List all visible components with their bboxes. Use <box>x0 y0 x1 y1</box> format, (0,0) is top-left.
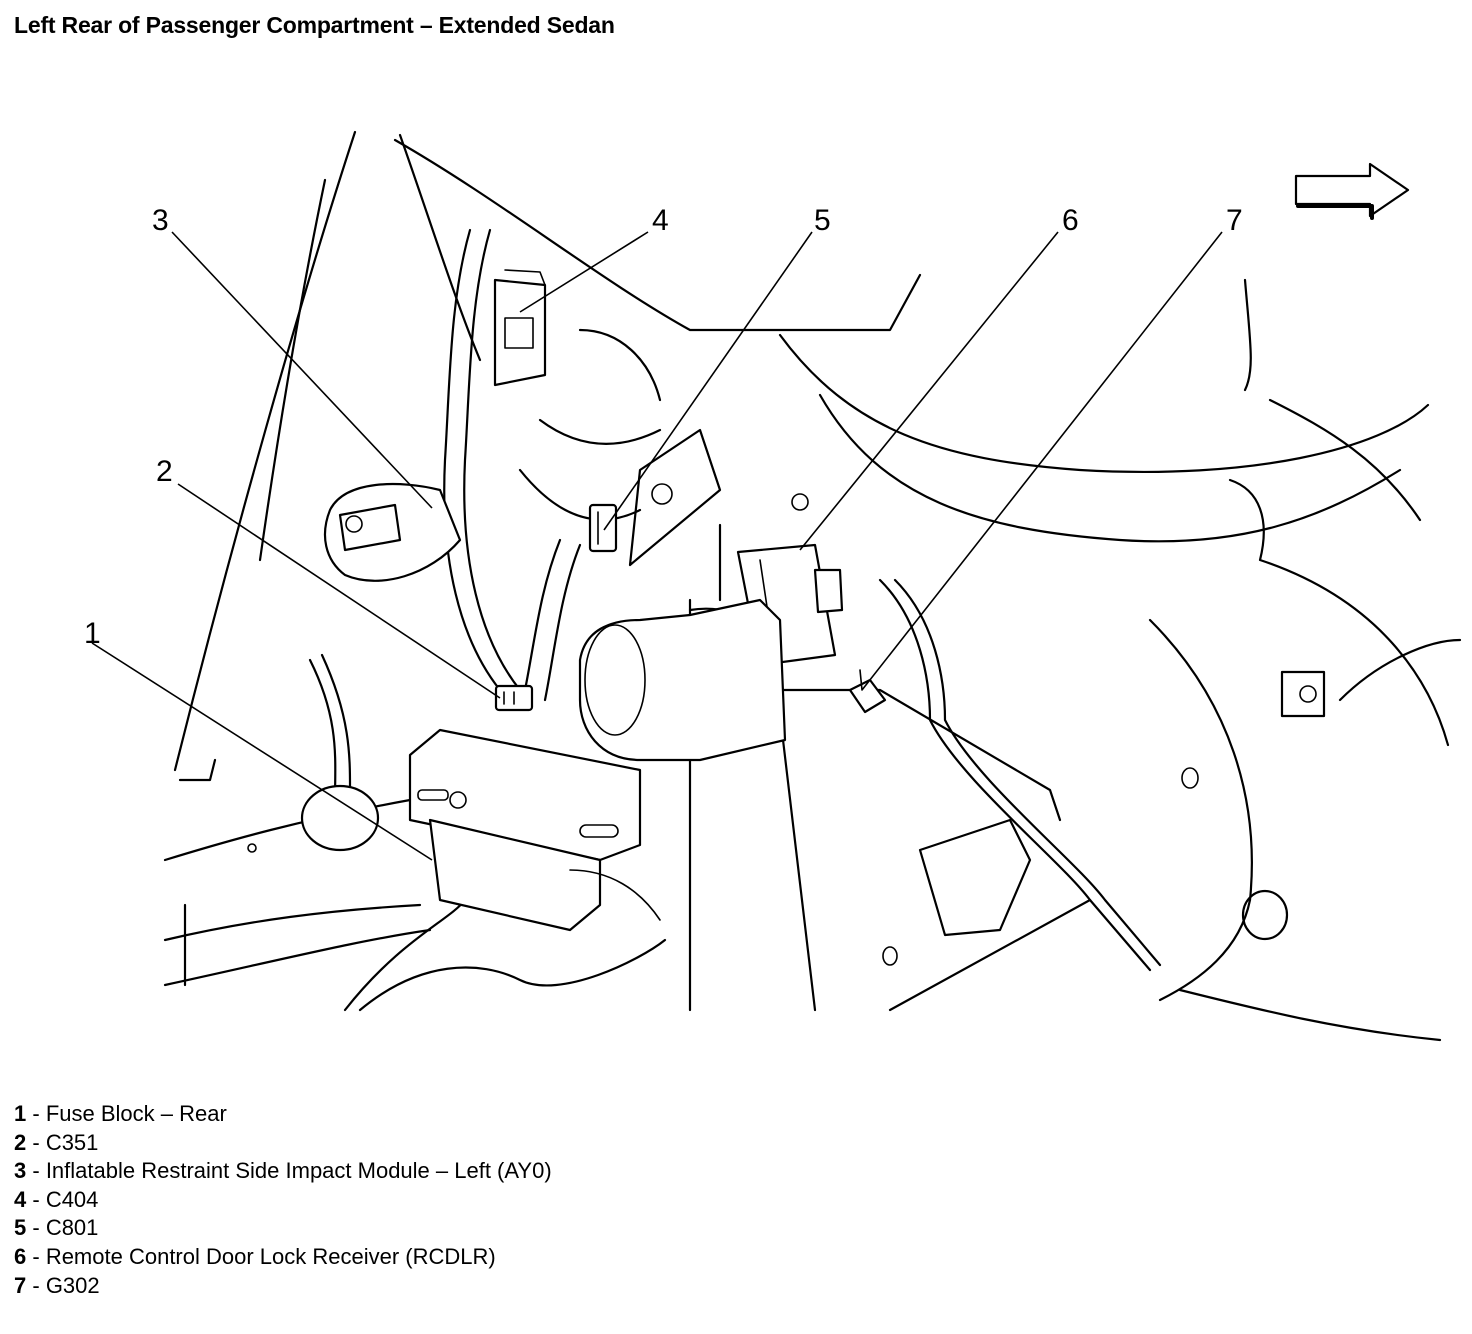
center-bracket <box>578 598 787 762</box>
legend-text: Inflatable Restraint Side Impact Module … <box>45 1158 552 1184</box>
legend-number: 6 <box>14 1243 27 1269</box>
connector-c801 <box>588 428 722 567</box>
legend-number: 2 <box>14 1129 27 1155</box>
callout-1: 1 <box>84 617 101 650</box>
callout-3: 3 <box>152 204 169 237</box>
connector-c351 <box>494 684 534 712</box>
side-impact-module-left <box>323 482 462 582</box>
legend-text: Fuse Block – Rear <box>45 1101 227 1126</box>
callout-2: 2 <box>156 455 173 488</box>
legend-separator: - <box>26 1101 46 1126</box>
component-location-diagram: 1 2 3 4 5 6 7 <box>84 130 1462 1042</box>
legend-text: C404 <box>45 1186 99 1212</box>
callout-4: 4 <box>652 204 669 237</box>
legend-separator: - <box>26 1243 46 1269</box>
callout-7: 7 <box>1226 204 1243 237</box>
legend-number: 5 <box>14 1215 27 1241</box>
legend-number: 1 <box>14 1101 27 1126</box>
callout-6: 6 <box>1062 204 1079 237</box>
component-legend: 1 - Fuse Block – Rear 2 - C351 3 - Infla… <box>14 1100 552 1300</box>
legend-separator: - <box>26 1186 46 1212</box>
connector-c404 <box>493 269 547 387</box>
legend-number: 7 <box>14 1272 27 1298</box>
fuse-block-rear <box>408 728 661 932</box>
legend-number: 3 <box>14 1158 27 1184</box>
legend-text: C351 <box>45 1129 99 1155</box>
legend-item: 2 - C351 <box>14 1129 552 1158</box>
leader-lines <box>91 231 1223 861</box>
legend-text: C801 <box>45 1215 99 1241</box>
body-structure <box>163 130 1462 1042</box>
legend-text: G302 <box>45 1272 100 1298</box>
legend-item: 1 - Fuse Block – Rear <box>14 1100 552 1129</box>
legend-separator: - <box>26 1215 46 1241</box>
ground-g302 <box>848 669 887 714</box>
legend-item: 5 - C801 <box>14 1214 552 1243</box>
legend-text: Remote Control Door Lock Receiver (RCDLR… <box>45 1243 496 1269</box>
legend-separator: - <box>26 1272 46 1298</box>
grommet <box>300 784 380 852</box>
legend-item: 7 - G302 <box>14 1272 552 1301</box>
legend-separator: - <box>26 1129 46 1155</box>
forward-arrow-icon <box>1294 162 1410 220</box>
legend-item: 6 - Remote Control Door Lock Receiver (R… <box>14 1243 552 1272</box>
legend-separator: - <box>26 1158 46 1184</box>
legend-item: 3 - Inflatable Restraint Side Impact Mod… <box>14 1157 552 1186</box>
legend-item: 4 - C404 <box>14 1186 552 1215</box>
callout-5: 5 <box>814 204 831 237</box>
page-title: Left Rear of Passenger Compartment – Ext… <box>14 12 615 38</box>
legend-number: 4 <box>14 1186 27 1212</box>
